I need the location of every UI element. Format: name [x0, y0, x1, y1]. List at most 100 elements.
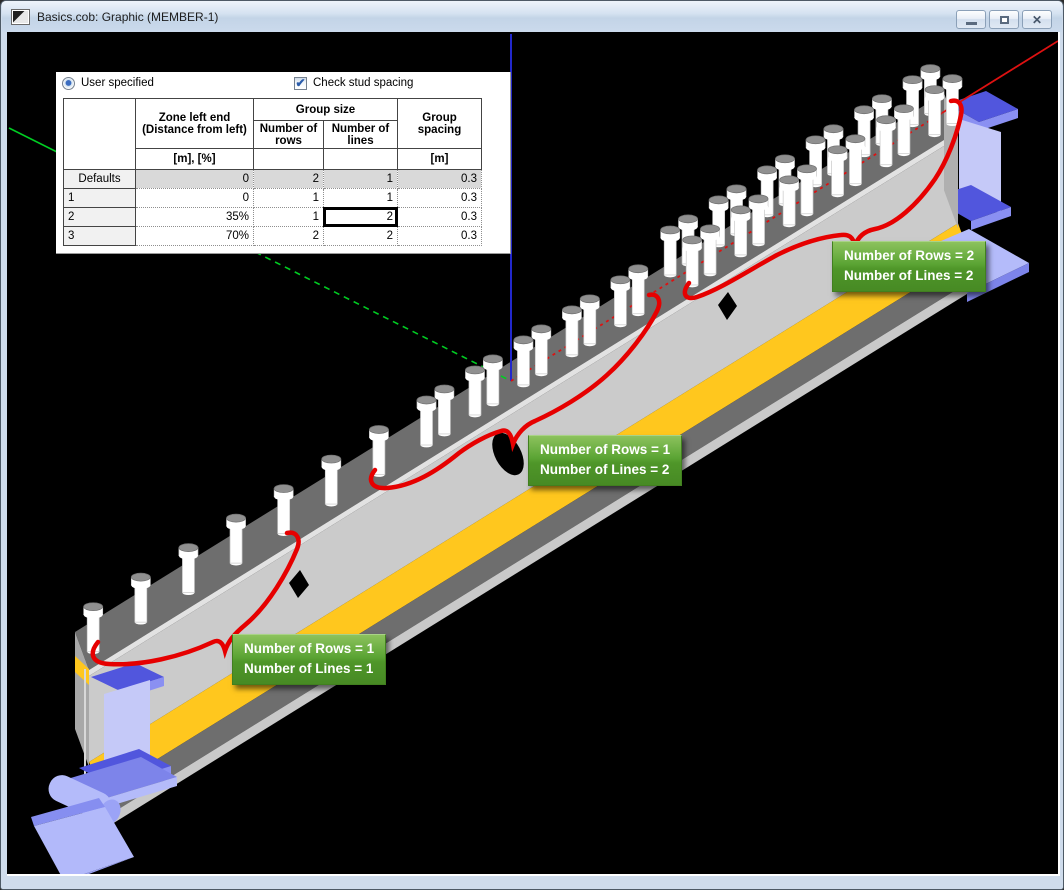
x-axis-solid: [941, 40, 1058, 114]
label-line: Number of Rows = 1: [540, 442, 671, 457]
beam-web: [89, 137, 958, 762]
shear-stud: [924, 85, 945, 138]
cell-2-rows[interactable]: 1: [253, 207, 324, 227]
restore-button[interactable]: [989, 10, 1019, 29]
shear-stud: [579, 294, 600, 347]
units-zone[interactable]: [m], [%]: [135, 148, 254, 170]
shear-stud: [482, 354, 503, 407]
shear-stud: [876, 115, 896, 168]
stud-settings-panel: User specified ✔ Check stud spacing Zone…: [56, 72, 511, 254]
label-line: Number of Lines = 1: [244, 661, 374, 676]
shear-stud: [465, 365, 485, 418]
col-header-zone-left-end[interactable]: Zone left end (Distance from left): [135, 98, 254, 149]
panel-controls: User specified ✔ Check stud spacing: [62, 76, 504, 94]
cell-1-zone[interactable]: 0: [135, 188, 254, 208]
shear-stud: [321, 454, 342, 507]
cell-2-lines[interactable]: 2: [323, 207, 398, 227]
row-header-defaults[interactable]: Defaults: [63, 169, 136, 189]
web-hole-diamond-1: [289, 570, 309, 598]
stud-zones-table: Zone left end (Distance from left)Group …: [63, 98, 482, 246]
cell-1-rows[interactable]: 1: [253, 188, 324, 208]
label-line: Number of Rows = 2: [844, 248, 975, 263]
shear-stud: [730, 205, 751, 258]
col-header-group-spacing[interactable]: Group spacing: [397, 98, 482, 149]
stud-group-label-zone2: Number of Rows = 1 Number of Lines = 2: [528, 435, 683, 486]
wedge-support-top-edge: [31, 798, 105, 826]
col-header-number-of-lines[interactable]: Number of lines: [323, 120, 398, 149]
3d-viewport[interactable]: [7, 32, 1058, 874]
left-column-base-plate-face: [100, 777, 177, 809]
minimize-button[interactable]: [956, 10, 986, 29]
shear-stud: [178, 543, 199, 596]
units-spacing[interactable]: [m]: [397, 148, 482, 170]
web-hole-diamond-2: [718, 292, 737, 320]
window-buttons: ✕: [956, 10, 1052, 29]
cell-defaults-lines[interactable]: 1: [323, 169, 398, 189]
label-line: Number of Lines = 2: [540, 462, 670, 477]
beam-bottom-flange-top: [89, 223, 970, 794]
cell-2-spacing[interactable]: 0.3: [397, 207, 482, 227]
shear-stud: [369, 425, 389, 477]
shear-stud: [757, 165, 777, 218]
cell-3-lines[interactable]: 2: [323, 226, 398, 246]
left-column-top-flange: [91, 663, 164, 691]
cell-1-lines[interactable]: 1: [323, 188, 398, 208]
minimize-icon: [965, 22, 977, 25]
shear-stud: [708, 195, 729, 248]
shear-stud: [700, 224, 720, 277]
row-header-2[interactable]: 2: [63, 207, 136, 227]
web-hole-ellipse: [492, 432, 524, 476]
cell-2-zone[interactable]: 35%: [135, 207, 254, 227]
app-icon: [11, 8, 30, 25]
shear-stud: [610, 275, 631, 328]
col-header-number-of-rows[interactable]: Number of rows: [253, 120, 324, 149]
row-header-1[interactable]: 1: [63, 188, 136, 208]
shear-stud: [562, 305, 582, 358]
shear-stud: [779, 175, 799, 228]
shear-stud: [748, 194, 769, 247]
close-button[interactable]: ✕: [1022, 10, 1052, 29]
col-header-group-size[interactable]: Group size: [253, 98, 398, 121]
cell-defaults-spacing[interactable]: 0.3: [397, 169, 482, 189]
user-specified-label: User specified: [81, 77, 154, 89]
stud-group-label-zone3: Number of Rows = 2 Number of Lines = 2: [832, 241, 987, 292]
cell-defaults-zone[interactable]: 0: [135, 169, 254, 189]
beam-bottom-edge: [101, 281, 973, 829]
shear-stud: [434, 384, 455, 437]
shear-stud: [827, 145, 848, 198]
shear-stud: [130, 572, 151, 625]
shear-stud: [845, 134, 866, 187]
shear-stud: [797, 164, 817, 217]
wedge-support-side: [84, 857, 134, 874]
units-rows[interactable]: [253, 148, 324, 170]
title-bar[interactable]: Basics.cob: Graphic (MEMBER-1): [2, 1, 1062, 32]
wedge-support-face: [34, 807, 134, 874]
cell-3-rows[interactable]: 2: [253, 226, 324, 246]
shear-stud: [682, 235, 703, 288]
cell-3-spacing[interactable]: 0.3: [397, 226, 482, 246]
window-title: Basics.cob: Graphic (MEMBER-1): [37, 9, 219, 24]
units-lines[interactable]: [323, 148, 398, 170]
cell-1-spacing[interactable]: 0.3: [397, 188, 482, 208]
shear-stud: [226, 513, 246, 566]
check-stud-spacing-checkbox[interactable]: ✔: [294, 76, 307, 90]
y-axis-solid: [8, 127, 60, 154]
close-icon: ✕: [1031, 12, 1043, 27]
stud-group-label-zone1: Number of Rows = 1 Number of Lines = 1: [232, 634, 387, 685]
label-line: Number of Lines = 2: [844, 268, 974, 283]
shear-stud: [942, 74, 963, 127]
cell-defaults-rows[interactable]: 2: [253, 169, 324, 189]
table-corner-cell[interactable]: [63, 98, 136, 170]
beam-right-end-face: [944, 93, 958, 229]
shear-stud: [273, 484, 294, 536]
label-line: Number of Rows = 1: [244, 641, 375, 656]
shear-stud: [531, 324, 552, 377]
right-column-top-flange-face: [979, 109, 1018, 131]
brace-zone2: [368, 292, 662, 491]
row-header-3[interactable]: 3: [63, 226, 136, 246]
check-stud-spacing-label: Check stud spacing: [313, 77, 414, 89]
user-specified-radio[interactable]: [62, 77, 75, 90]
shear-stud: [628, 264, 649, 317]
cell-3-zone[interactable]: 70%: [135, 226, 254, 246]
